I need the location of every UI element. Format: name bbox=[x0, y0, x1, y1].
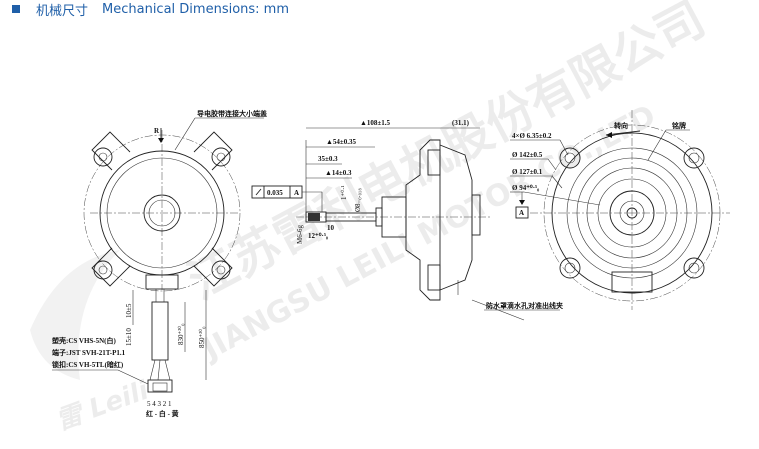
direction-label: R bbox=[154, 127, 160, 135]
dim-12: 12⁺⁰·⁵₀ bbox=[308, 232, 328, 240]
runout-value: 0.035 bbox=[267, 189, 283, 197]
datum-label: A bbox=[519, 209, 524, 217]
dim-overall-length: ▲108±1.5 bbox=[360, 119, 391, 127]
rotation-label: 转向 bbox=[614, 121, 628, 130]
dim-dia-94: Ø 94⁺⁰·⁵₀ bbox=[512, 184, 539, 192]
section-header: 机械尺寸 Mechanical Dimensions: mm bbox=[12, 0, 290, 19]
watermark-logo-text: 雷 Leili bbox=[52, 375, 153, 436]
runout-datum: A bbox=[294, 189, 299, 197]
watermark-logo-icon bbox=[30, 250, 120, 380]
header-title-cn: 机械尺寸 bbox=[36, 3, 89, 19]
dim-10: 10 bbox=[327, 224, 335, 232]
side-view: ▲108±1.5 (31.1) ▲54±0.35 35±0.3 ▲14±0.3 … bbox=[251, 119, 563, 321]
front-view: R 导电胶带连接大小端盖 10±5 15±10 830⁺³⁰₀ 850⁺³⁰₀ … bbox=[51, 109, 267, 418]
connector-lock: 锁扣:CS VH-5TL(暗红) bbox=[51, 360, 124, 369]
dim-dia-127: Ø 127±0.1 bbox=[512, 168, 543, 176]
watermark: 江苏雷利电机股份有限公司 JIANGSU LEILI MOTOR CO.,LTD… bbox=[30, 0, 714, 437]
rear-view: 转向 铭牌 4×Ø 6.35±0.2 Ø 142±0.5 Ø 127±0.1 Ø… bbox=[510, 110, 730, 310]
dim-1: 1⁺⁰·¹ bbox=[340, 186, 348, 200]
dim-15-10: 15±10 bbox=[125, 328, 133, 346]
dim-14: ▲14±0.3 bbox=[325, 169, 352, 177]
pin-numbers: 5 4 3 2 1 bbox=[147, 400, 172, 408]
connector-housing: 塑壳:CS VHS-5N(白) bbox=[52, 336, 117, 345]
dim-dia-142: Ø 142±0.5 bbox=[512, 151, 543, 159]
note-drip-hole: 防水罩滴水孔对准出线夹 bbox=[486, 301, 563, 310]
dim-10-5: 10±5 bbox=[125, 303, 133, 318]
dim-54: ▲54±0.35 bbox=[326, 138, 357, 146]
datum-box bbox=[515, 206, 529, 219]
nameplate-label: 铭牌 bbox=[672, 121, 686, 130]
pin-colors: 红 - 白 - 黄 bbox=[146, 409, 179, 418]
bullet-square-icon bbox=[12, 5, 20, 13]
dim-35: 35±0.3 bbox=[318, 155, 338, 163]
runout-arrow-icon bbox=[255, 188, 262, 196]
rotation-arrow-icon bbox=[606, 132, 612, 138]
dim-31-1: (31.1) bbox=[452, 119, 470, 127]
connector-terminal: 端子:JST SVH-21T-P1.1 bbox=[52, 348, 126, 357]
note-conductive-tape: 导电胶带连接大小端盖 bbox=[197, 109, 267, 118]
dim-mount-holes: 4×Ø 6.35±0.2 bbox=[512, 132, 552, 140]
dim-830: 830⁺³⁰₀ bbox=[177, 323, 185, 345]
runout-tolerance-frame: 0.035 A bbox=[251, 185, 323, 212]
dim-shaft-diameter: Ø8₋₀.₀₁₈ bbox=[354, 188, 362, 212]
watermark-cn: 江苏雷利电机股份有限公司 bbox=[179, 0, 714, 311]
dim-850: 850⁺³⁰₀ bbox=[198, 326, 206, 348]
dim-thread: M6-6g bbox=[296, 224, 304, 244]
header-title-en: Mechanical Dimensions: mm bbox=[102, 1, 290, 17]
